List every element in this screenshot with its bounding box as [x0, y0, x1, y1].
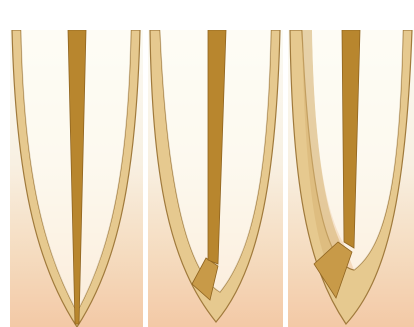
panel-straight-canal	[10, 30, 143, 327]
panel-1-svg	[10, 30, 143, 327]
panel-3-svg	[288, 30, 414, 327]
panel-2-svg	[148, 30, 283, 327]
panel-ledge-canal	[148, 30, 283, 327]
panel-deeper-ledge-canal	[288, 30, 414, 327]
